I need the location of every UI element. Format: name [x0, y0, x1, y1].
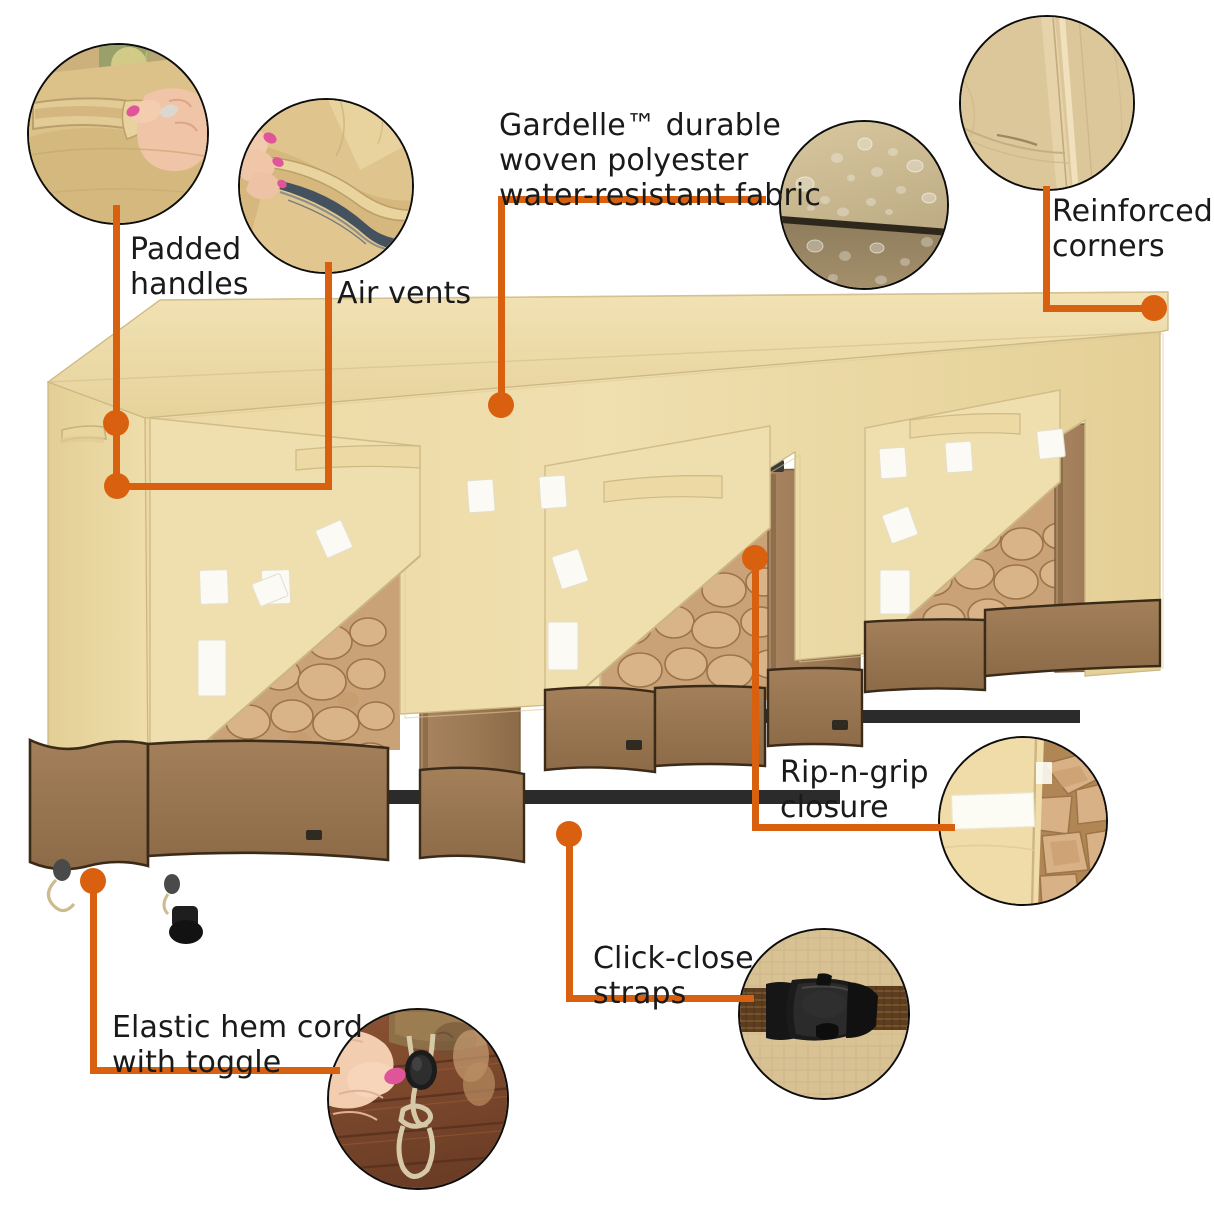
label-gardelle-fabric: Gardelle™ durable woven polyester water-… — [499, 108, 821, 214]
callout-line-reinforced-v — [1043, 186, 1050, 312]
callout-dot-padded-handles — [103, 410, 129, 436]
click-close-strap-tab — [306, 720, 848, 840]
label-click-close-straps: Click-close straps — [593, 941, 754, 1012]
callout-dot-elastic — [80, 868, 106, 894]
label-air-vents: Air vents — [337, 276, 472, 311]
callout-dot-reinforced — [1141, 295, 1167, 321]
callout-dot-clickclose — [556, 821, 582, 847]
callout-line-clickclose-v — [566, 834, 573, 1002]
callout-line-ripngrip-h — [752, 824, 955, 831]
click-close-straps-photo — [738, 928, 910, 1100]
velcro-tabs — [195, 428, 1066, 807]
drape-flap-right — [864, 389, 1061, 658]
callout-line-air-vents-h — [116, 483, 330, 490]
callout-dot-ripngrip — [742, 545, 768, 571]
callout-line-reinforced-h — [1043, 305, 1155, 312]
callout-line-padded-handles — [113, 205, 120, 495]
reinforced-corners-photo — [959, 15, 1135, 191]
label-padded-handles: Padded handles — [130, 232, 249, 303]
product-illustration — [28, 291, 1169, 944]
elastic-hem-toggle — [46, 859, 76, 913]
rack-caster — [169, 906, 203, 944]
callout-line-ripngrip-v — [752, 561, 759, 831]
label-reinforced-corners: Reinforced corners — [1052, 194, 1213, 265]
callout-line-elastic-h — [90, 1067, 340, 1074]
label-elastic-hem-cord: Elastic hem cord with toggle — [112, 1010, 363, 1081]
callout-line-air-vents-v — [325, 262, 332, 490]
callout-line-gardelle-v — [498, 196, 505, 408]
rip-n-grip-closure-photo — [938, 736, 1108, 906]
callout-dot-gardelle — [488, 392, 514, 418]
callout-line-clickclose-h — [566, 995, 754, 1002]
callout-dot-air-vents — [104, 473, 130, 499]
brown-hem-band — [28, 598, 1162, 871]
callout-line-gardelle-top — [498, 196, 766, 203]
label-rip-n-grip: Rip-n-grip closure — [780, 755, 929, 826]
padded-handle — [60, 425, 107, 444]
elastic-hem-cord-photo — [327, 1008, 509, 1190]
elastic-hem-toggle — [162, 874, 180, 916]
padded-handles-photo — [27, 43, 209, 225]
air-vents-photo — [238, 98, 414, 274]
water-resistant-fabric-photo — [779, 120, 949, 290]
callout-line-elastic-v — [90, 882, 97, 1074]
drape-flap-middle — [544, 425, 771, 724]
